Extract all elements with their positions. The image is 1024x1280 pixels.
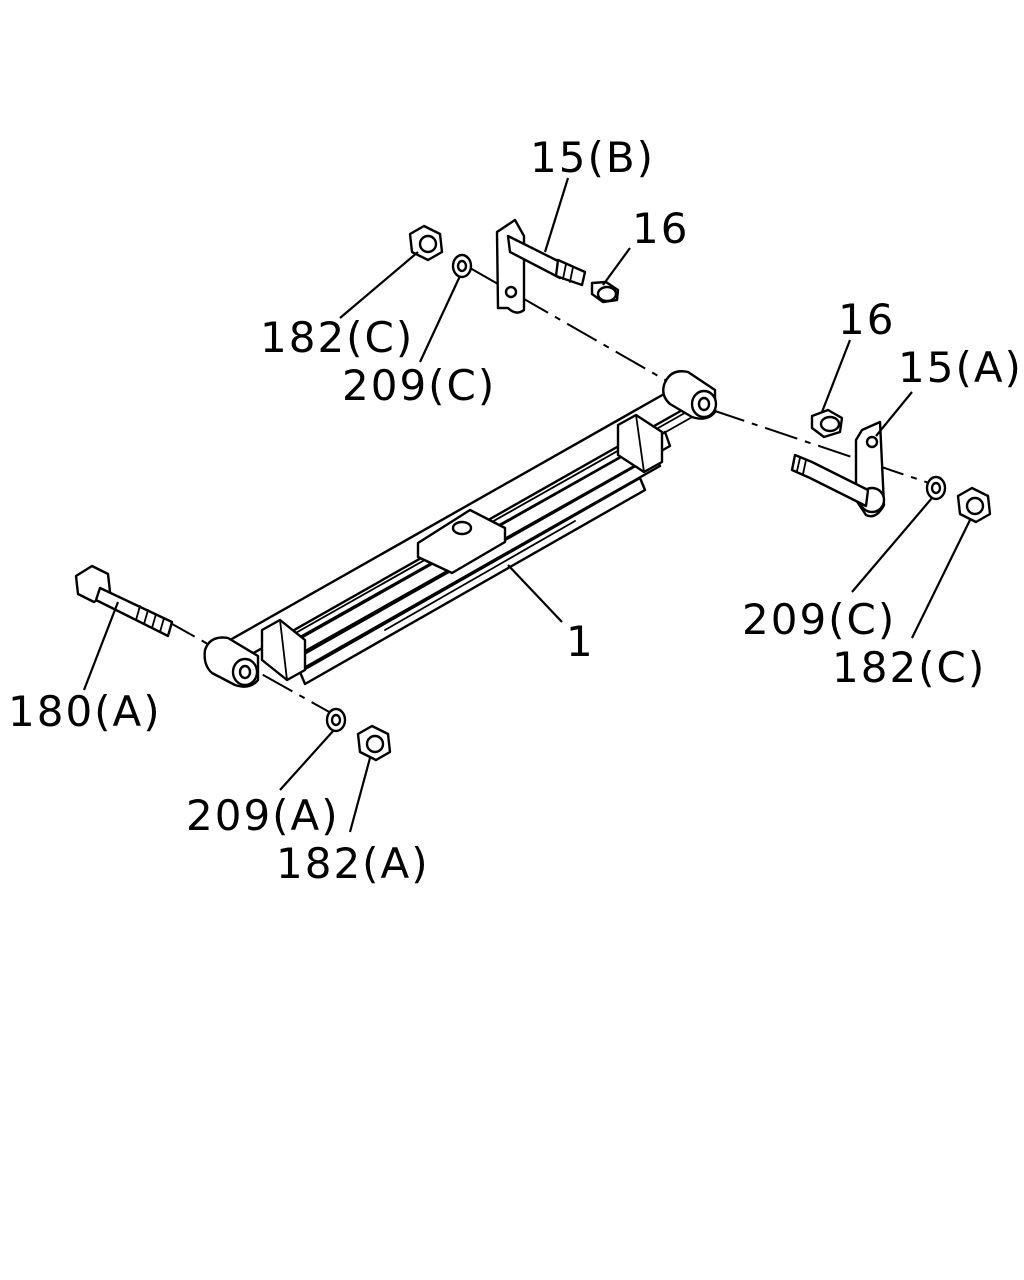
label-182c-right: 182(C)	[832, 643, 986, 692]
leader-209c-right	[851, 497, 933, 593]
label-182a: 182(A)	[276, 839, 430, 888]
bushing-16-right	[810, 408, 844, 439]
label-16-right: 16	[838, 295, 895, 344]
label-16-top: 16	[632, 204, 689, 253]
spring-center-pad	[416, 508, 507, 575]
label-209c-top: 209(C)	[342, 361, 496, 410]
shackle-15b	[495, 218, 587, 314]
leader-209a	[279, 729, 335, 791]
nut-182c-top	[408, 224, 444, 262]
label-180a: 180(A)	[8, 687, 162, 736]
leader-1	[507, 564, 563, 623]
label-182c-top: 182(C)	[260, 313, 414, 362]
leader-15b	[543, 177, 570, 253]
bolt-180a	[74, 564, 174, 638]
leader-182c-top	[339, 251, 419, 319]
washer-209c-top	[451, 253, 473, 279]
label-209c-right: 209(C)	[742, 595, 896, 644]
leader-182c-right	[911, 519, 971, 639]
leader-209c-top	[419, 275, 461, 363]
nut-182a	[356, 724, 392, 762]
spring-eye-rear	[662, 370, 718, 420]
spring-center-bolt	[451, 520, 473, 536]
leader-182a	[348, 757, 372, 833]
leader-16-top	[602, 247, 631, 286]
washer-209a	[325, 707, 347, 733]
label-15a: 15(A)	[898, 343, 1023, 392]
leader-15a	[875, 391, 913, 437]
axis-front-shackle	[711, 409, 936, 486]
nut-182c-right	[956, 486, 992, 524]
spring-leaf-lower	[288, 453, 662, 675]
spring-eye-front	[203, 636, 260, 688]
leader-16-right	[820, 339, 852, 413]
label-1: 1	[566, 617, 595, 666]
bushing-16-top	[590, 280, 620, 304]
leader-180a	[82, 601, 120, 691]
washer-209c-right	[925, 475, 947, 501]
shackle-15a	[790, 420, 886, 518]
label-209a: 209(A)	[186, 791, 340, 840]
label-15b: 15(B)	[530, 133, 655, 182]
leaf-spring	[203, 370, 718, 688]
